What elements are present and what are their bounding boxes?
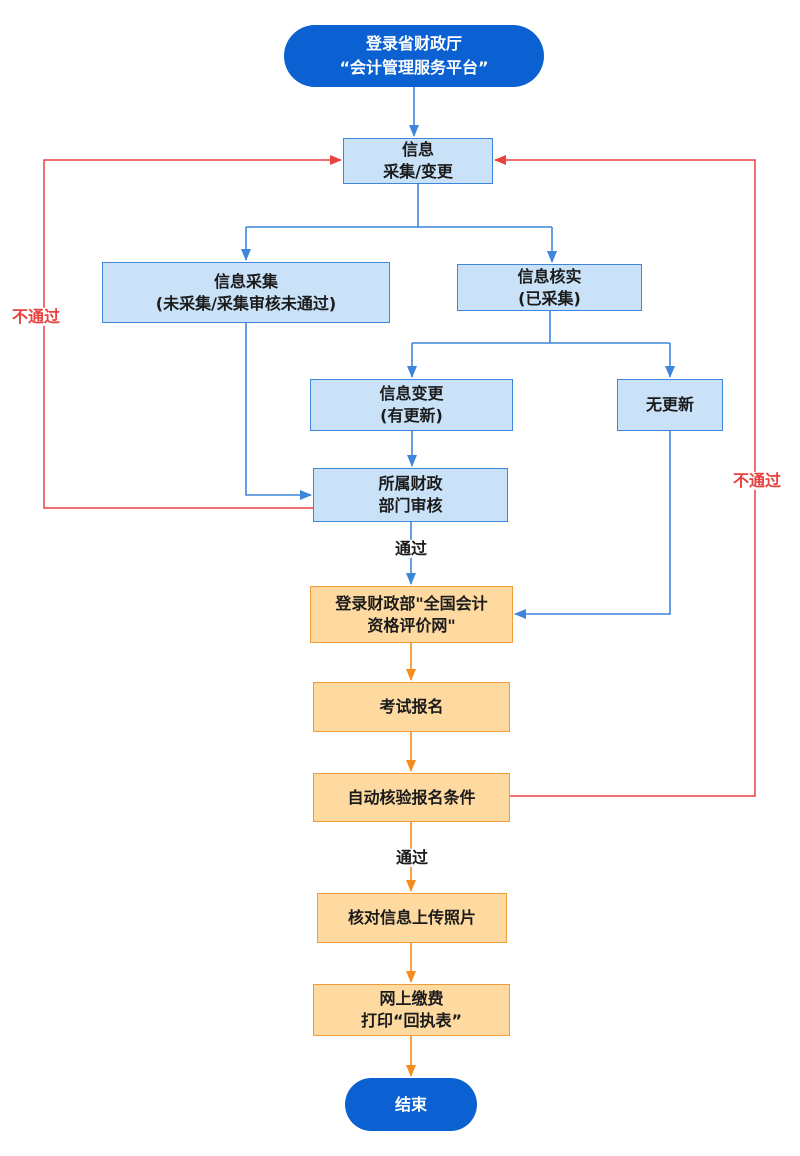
node-start: 登录省财政厅 “会计管理服务平台”	[284, 25, 544, 87]
node-pay-print: 网上缴费 打印“回执表”	[313, 984, 510, 1036]
node-login-national: 登录财政部"全国会计 资格评价网"	[310, 586, 513, 643]
node-finance-review: 所属财政 部门审核	[313, 468, 508, 522]
node-info-collect-change: 信息 采集/变更	[343, 138, 493, 184]
edge-fail-right-loop	[494, 155, 756, 797]
node-info-collection: 信息采集 (未采集/采集审核未通过)	[102, 262, 390, 323]
node-auto-check: 自动核验报名条件	[313, 773, 510, 822]
edge-label-pass-1: 通过	[391, 539, 431, 559]
node-end: 结束	[345, 1078, 477, 1131]
node-verify-upload: 核对信息上传照片	[317, 893, 507, 943]
edge-label-pass-2: 通过	[392, 848, 432, 868]
edge-fail-left-loop	[43, 155, 342, 509]
node-exam-register: 考试报名	[313, 682, 510, 732]
node-no-update: 无更新	[617, 379, 723, 431]
edge-label-fail-right: 不通过	[729, 471, 785, 491]
node-info-verify: 信息核实 (已采集)	[457, 264, 642, 311]
node-info-change: 信息变更 (有更新)	[310, 379, 513, 431]
edge-label-fail-left: 不通过	[8, 307, 64, 327]
edge-no-update-to-login	[514, 431, 671, 619]
edge-collection-to-review	[245, 323, 312, 500]
